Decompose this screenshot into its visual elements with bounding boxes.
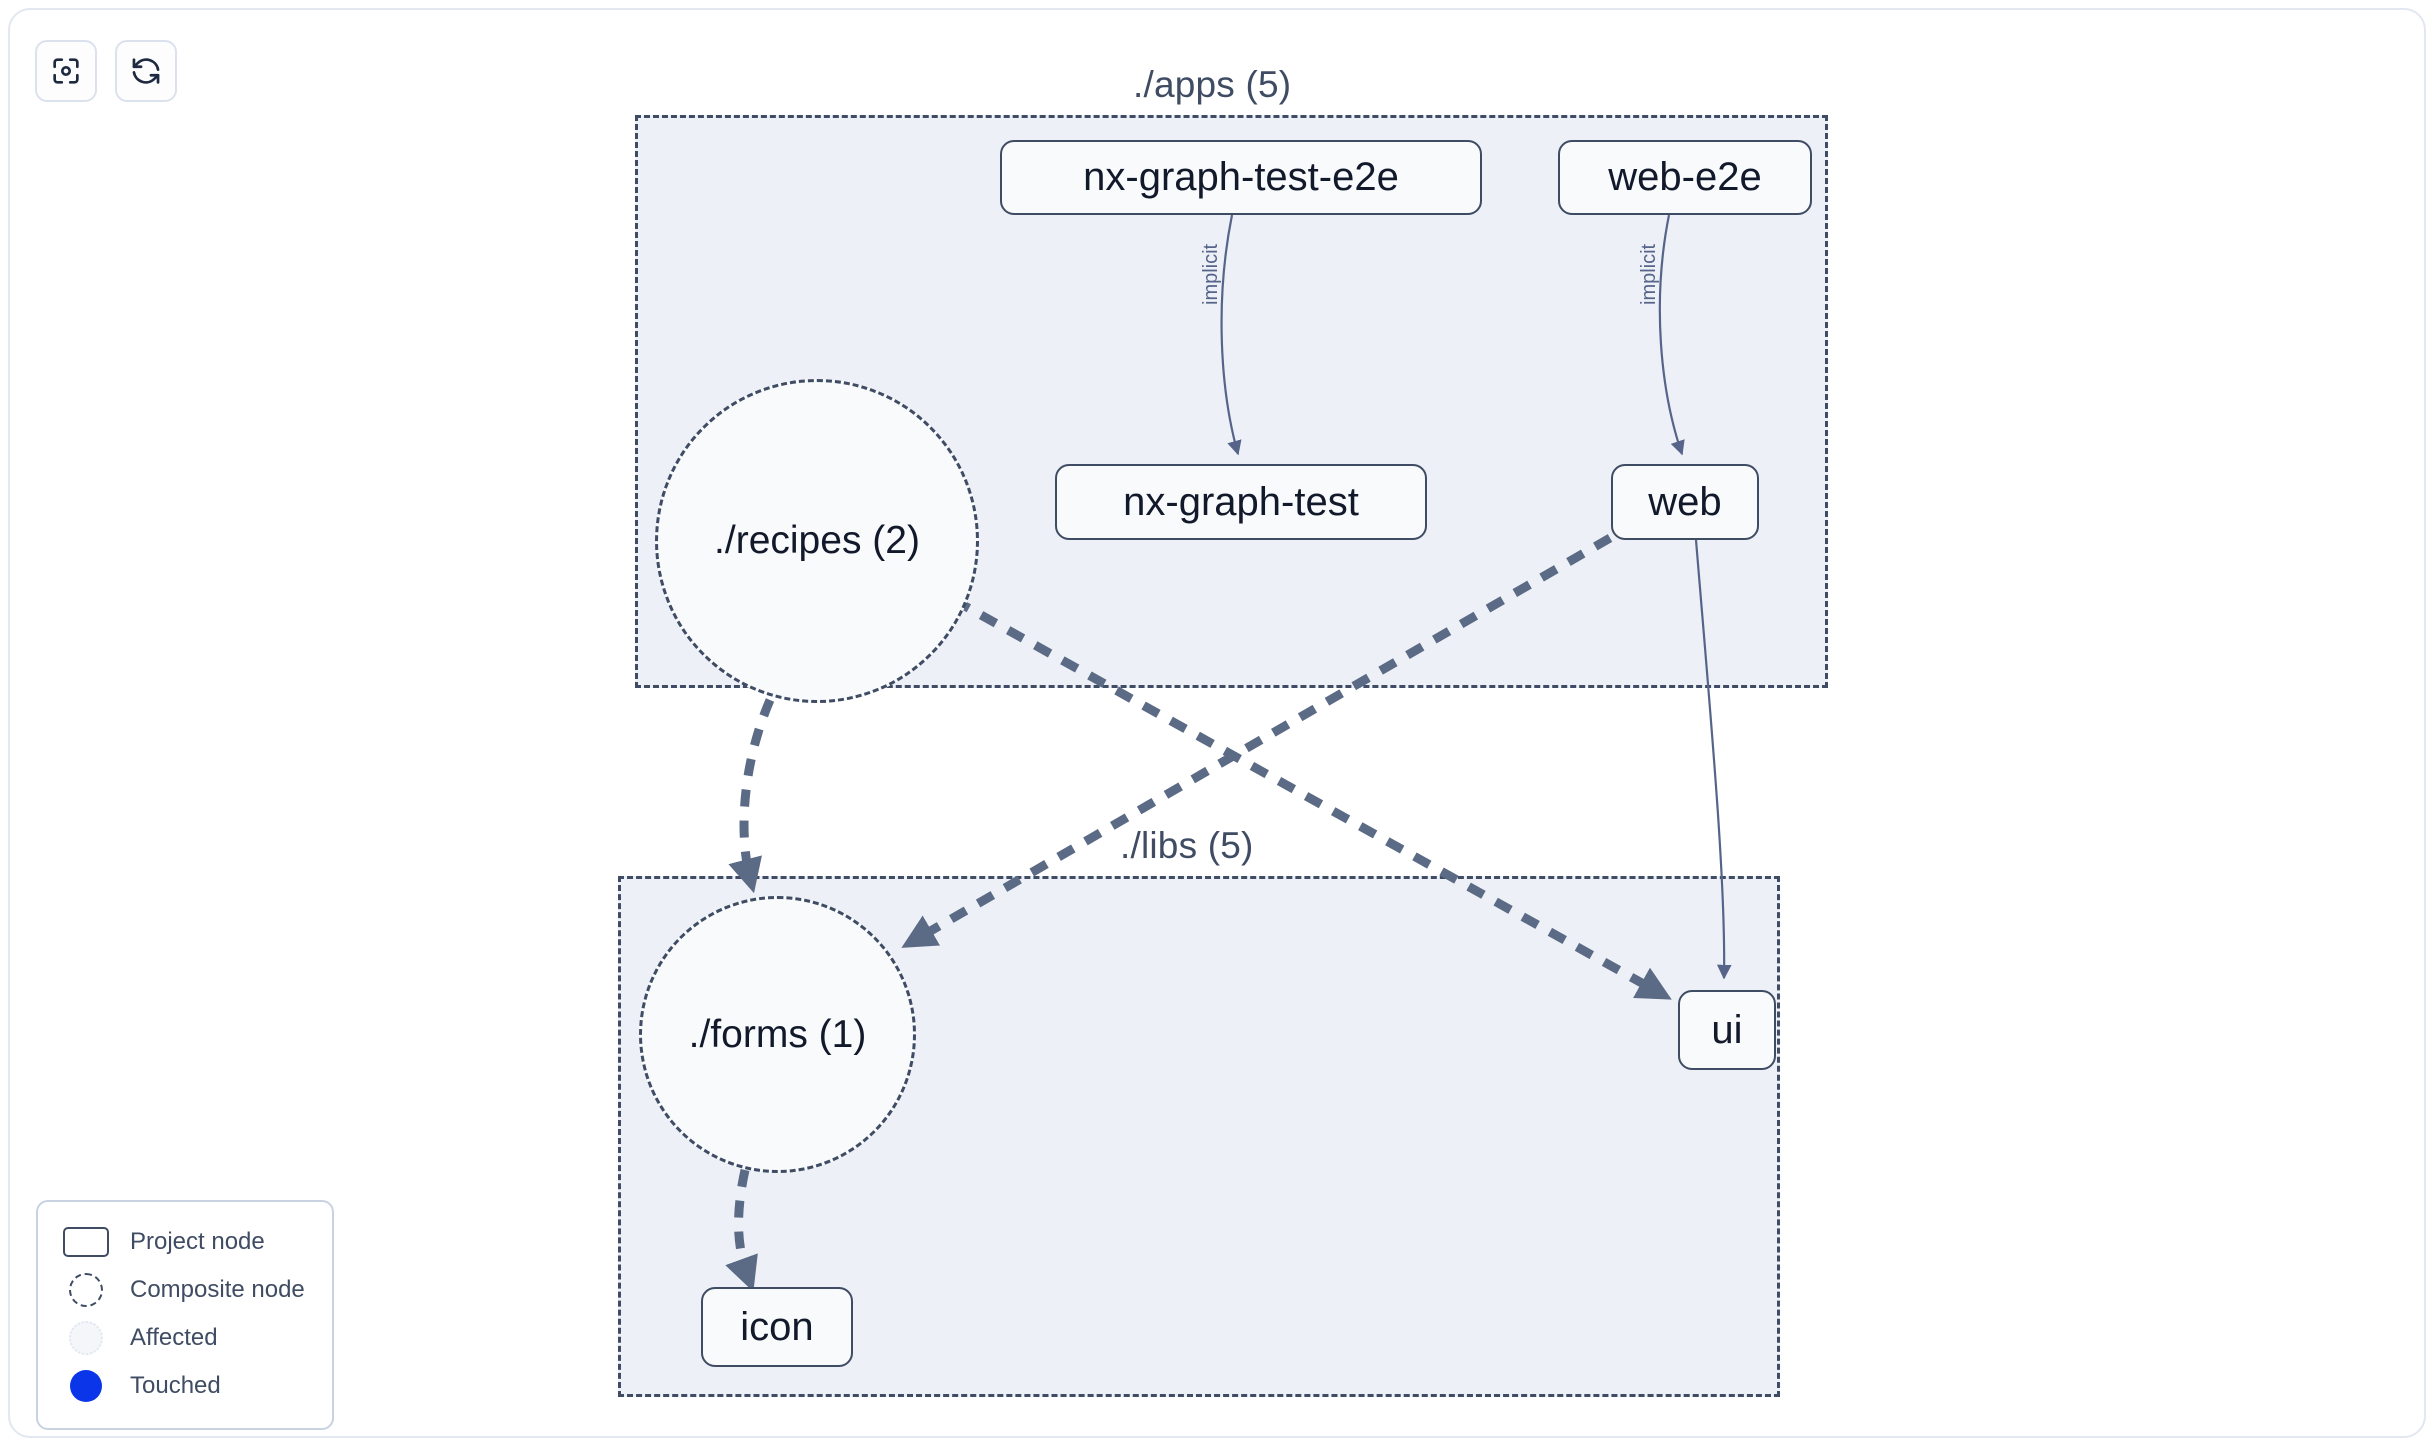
- edge-recipes-to-forms: [728, 698, 775, 894]
- legend-item-composite-node: Composite node: [58, 1266, 312, 1314]
- node-web-e2e[interactable]: web-e2e: [1558, 140, 1812, 215]
- affected-swatch-icon: [58, 1321, 114, 1355]
- node-nx-graph-test-e2e[interactable]: nx-graph-test-e2e: [1000, 140, 1482, 215]
- legend-label-composite-node: Composite node: [130, 1276, 305, 1303]
- graph-toolbar: [35, 40, 177, 102]
- node-web[interactable]: web: [1611, 464, 1759, 540]
- node-nx-graph-test[interactable]: nx-graph-test: [1055, 464, 1427, 540]
- legend-label-project-node: Project node: [130, 1228, 265, 1255]
- project-node-swatch-icon: [58, 1227, 114, 1257]
- node-composite-recipes[interactable]: ./recipes (2): [655, 379, 979, 703]
- legend-item-affected: Affected: [58, 1314, 312, 1362]
- group-label-apps: ./apps (5): [1123, 64, 1302, 106]
- focus-graph-button[interactable]: [35, 40, 97, 102]
- focus-target-icon: [49, 54, 83, 88]
- node-composite-forms[interactable]: ./forms (1): [639, 896, 916, 1173]
- composite-node-swatch-icon: [58, 1273, 114, 1307]
- graph-canvas[interactable]: ./apps (5) ./libs (5) implicit implicit: [8, 8, 2426, 1438]
- refresh-graph-button[interactable]: [115, 40, 177, 102]
- node-icon[interactable]: icon: [701, 1287, 853, 1367]
- group-label-libs: ./libs (5): [1110, 825, 1264, 867]
- legend-label-affected: Affected: [130, 1324, 218, 1351]
- refresh-icon: [129, 54, 163, 88]
- legend-item-touched: Touched: [58, 1362, 312, 1410]
- touched-swatch-icon: [58, 1370, 114, 1402]
- legend-item-project-node: Project node: [58, 1218, 312, 1266]
- graph-legend: Project node Composite node Affected Tou…: [36, 1200, 334, 1430]
- legend-label-touched: Touched: [130, 1372, 221, 1399]
- node-ui[interactable]: ui: [1678, 990, 1776, 1070]
